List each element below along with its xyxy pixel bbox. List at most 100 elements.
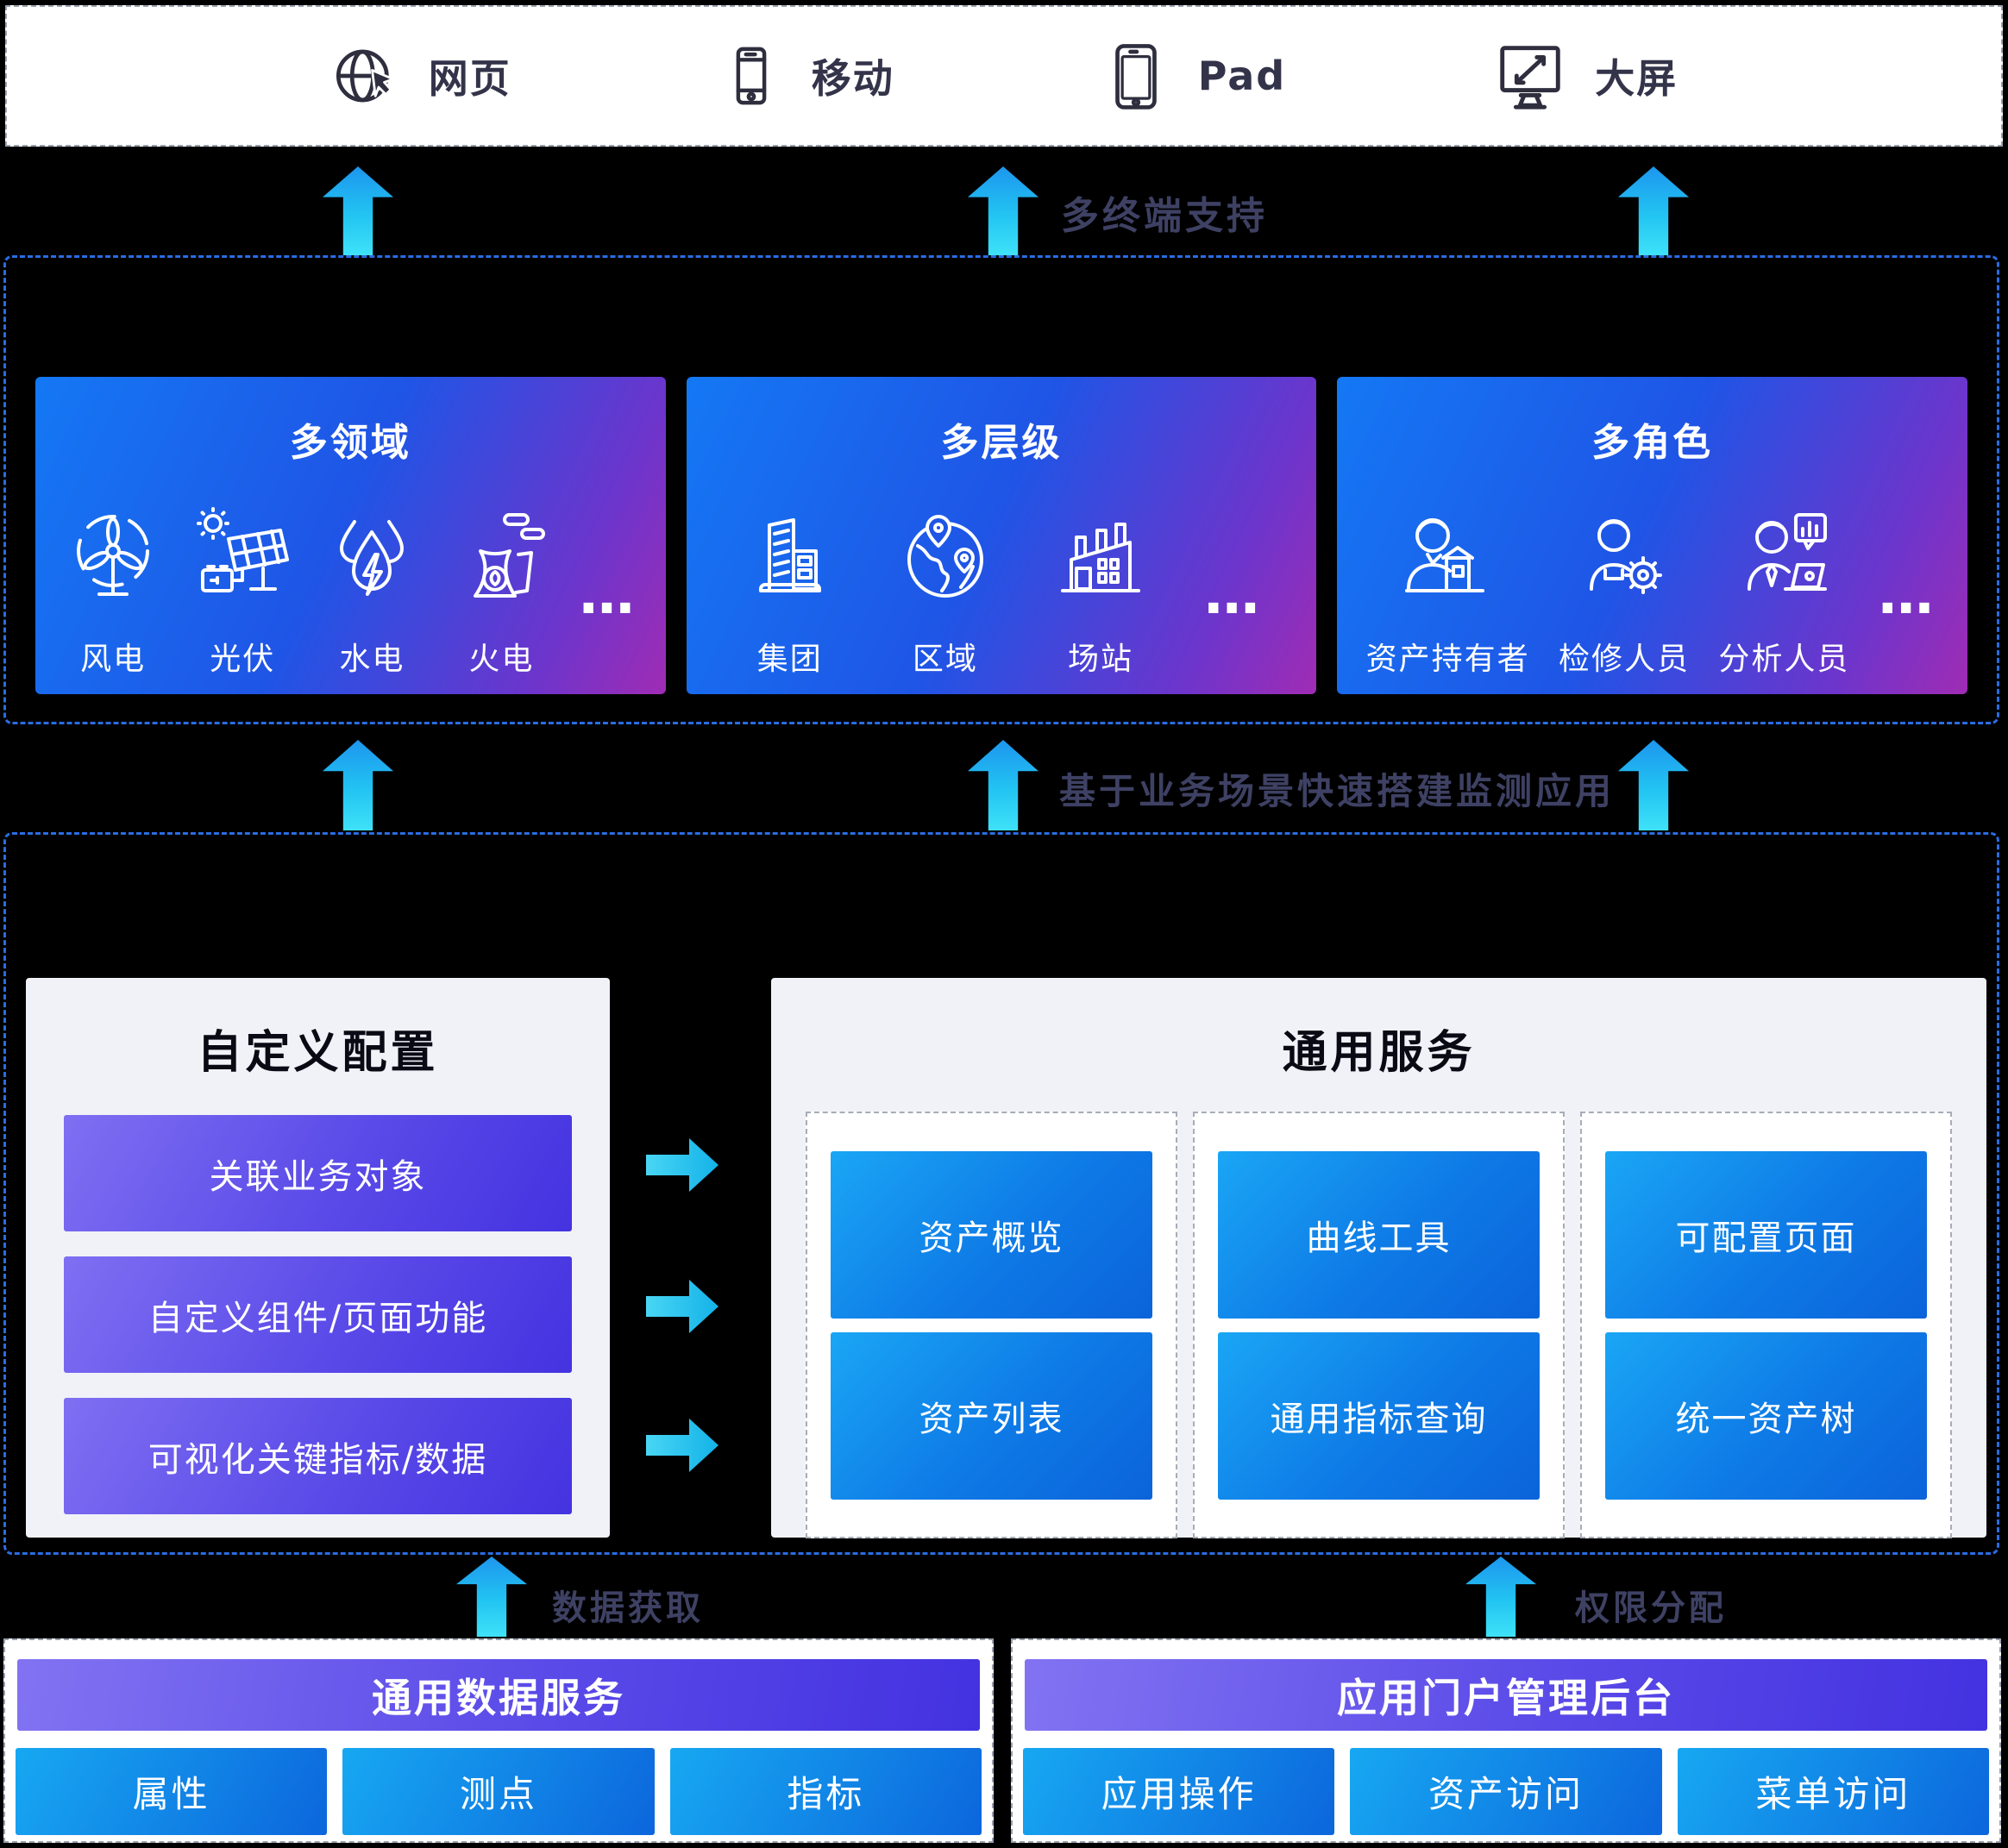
scenario-card-title: 多层级 [940,421,1063,465]
up-arrow [323,740,393,830]
service-column: 资产概览 资产列表 [806,1112,1177,1538]
ellipsis-dots: … [1204,563,1265,627]
scenario-item-label: 光伏 [210,642,276,677]
solar-panel-icon [191,506,294,613]
portal-admin-button: 资产访问 [1350,1748,1662,1835]
custom-config-panel: 自定义配置 关联业务对象 自定义组件/页面功能 可视化关键指标/数据 [26,978,610,1538]
device-item-web: 网页 [330,40,511,112]
service-tile: 统一资产树 [1605,1331,1927,1500]
common-services-columns: 资产概览 资产列表 曲线工具 通用指标查询 可配置页面 统一资产树 [806,1112,1952,1538]
thermal-plant-icon [449,506,553,613]
device-label-bigscreen: 大屏 [1595,55,1679,102]
data-service-button: 指标 [669,1748,982,1835]
region-globe-pin-icon [894,506,997,613]
hydro-drop-icon [320,506,424,613]
custom-config-button: 自定义组件/页面功能 [64,1256,572,1373]
maintenance-worker-icon [1572,506,1676,613]
wind-turbine-icon [61,506,165,613]
scenario-card-title: 多领域 [289,421,411,465]
device-label-pad: Pad [1197,53,1287,99]
service-tile: 可配置页面 [1605,1150,1927,1319]
group-building-icon [738,506,842,613]
custom-config-button: 关联业务对象 [64,1115,572,1231]
device-item-bigscreen: 大屏 [1491,38,1678,114]
right-arrow [646,1419,718,1472]
up-arrow [1465,1557,1536,1637]
scenario-item-analyst: 分析人员 [1718,506,1849,679]
platform-container: 自定义配置 关联业务对象 自定义组件/页面功能 可视化关键指标/数据 通用服务 … [3,832,1999,1555]
analyst-icon [1732,506,1835,613]
web-globe-cursor-icon [330,40,403,112]
service-column: 可配置页面 统一资产树 [1580,1112,1952,1538]
portal-admin-buttons: 应用操作 资产访问 菜单访问 [1023,1748,1989,1835]
up-arrow [1618,740,1689,830]
service-tile: 资产列表 [831,1331,1152,1500]
common-services-panel: 通用服务 资产概览 资产列表 曲线工具 通用指标查询 可配置页面 统一资产树 [771,978,1986,1538]
scenario-item-group: 集团 [738,506,842,679]
big-screen-icon [1491,38,1569,114]
scenario-item-region: 区域 [894,506,997,679]
service-tile: 通用指标查询 [1218,1331,1540,1500]
portal-admin-button: 应用操作 [1023,1748,1335,1835]
device-item-pad: Pad [1100,38,1286,114]
right-arrow [646,1138,718,1192]
up-arrow [323,166,393,255]
data-service-title: 通用数据服务 [17,1659,980,1731]
device-label-mobile: 移动 [811,55,894,102]
device-bar: 网页 移动 Pad [5,5,2003,147]
scenario-item-solar: 光伏 [191,506,294,679]
data-service-card: 通用数据服务 属性 测点 指标 [3,1638,994,1843]
device-label-web: 网页 [428,55,511,102]
up-arrow [456,1557,527,1637]
flow-label-data-fetch: 数据获取 [552,1588,704,1628]
scenario-card-items: 风电 光伏 [35,506,666,679]
flow-label-build-apps: 基于业务场景快速搭建监测应用 [1059,770,1616,812]
up-arrow [1618,166,1689,255]
custom-config-button: 可视化关键指标/数据 [64,1398,572,1514]
device-item-mobile: 移动 [717,40,894,112]
scenario-item-wind: 风电 [61,506,165,679]
scenario-card-levels: 多层级 集团 [686,377,1317,694]
scenario-item-asset-holder: 资产持有者 [1366,506,1530,679]
scenario-card-roles: 多角色 资产持有者 [1337,377,1968,694]
scenario-item-label: 资产持有者 [1365,642,1530,677]
data-service-button: 测点 [342,1748,655,1835]
scenario-item-station: 场站 [1049,506,1152,679]
scenario-card-title: 多角色 [1591,421,1714,465]
portal-admin-title: 应用门户管理后台 [1025,1659,1987,1731]
custom-config-buttons: 关联业务对象 自定义组件/页面功能 可视化关键指标/数据 [64,1115,572,1514]
ellipsis-dots: … [1878,563,1939,627]
flow-label-permission: 权限分配 [1575,1588,1727,1628]
scenario-item-label: 区域 [912,642,978,677]
scenario-item-label: 风电 [80,642,147,677]
up-arrow [968,740,1039,830]
custom-config-title: 自定义配置 [197,1027,439,1079]
flow-label-multi-terminal: 多终端支持 [1061,194,1268,238]
portal-admin-button: 菜单访问 [1677,1748,1989,1835]
common-services-title: 通用服务 [1282,1027,1476,1079]
asset-holder-icon [1396,506,1500,613]
ellipsis-dots: … [579,563,640,627]
tablet-icon [1100,38,1172,114]
scenario-card-items: 资产持有者 检修人员 [1337,506,1967,679]
service-column: 曲线工具 通用指标查询 [1193,1112,1565,1538]
scenario-item-label: 检修人员 [1558,642,1690,677]
scenario-container: 多领域 风电 [3,255,1999,724]
scenario-item-label: 水电 [339,642,405,677]
scenario-item-thermal: 火电 [449,506,553,679]
service-tile: 曲线工具 [1218,1150,1540,1319]
up-arrow [968,166,1039,255]
scenario-card-items: 集团 区域 [687,506,1317,679]
mobile-phone-icon [717,40,786,112]
service-tile: 资产概览 [831,1150,1152,1319]
scenario-card-domains: 多领域 风电 [35,377,666,694]
data-service-buttons: 属性 测点 指标 [16,1748,982,1835]
scenario-item-label: 场站 [1068,642,1134,677]
portal-admin-card: 应用门户管理后台 应用操作 资产访问 菜单访问 [1011,1638,2001,1843]
right-arrow [646,1280,718,1333]
scenario-item-label: 集团 [756,642,823,677]
station-factory-icon [1049,506,1152,613]
scenario-item-label: 分析人员 [1718,642,1850,677]
data-service-button: 属性 [16,1748,328,1835]
scenario-item-hydro: 水电 [320,506,424,679]
